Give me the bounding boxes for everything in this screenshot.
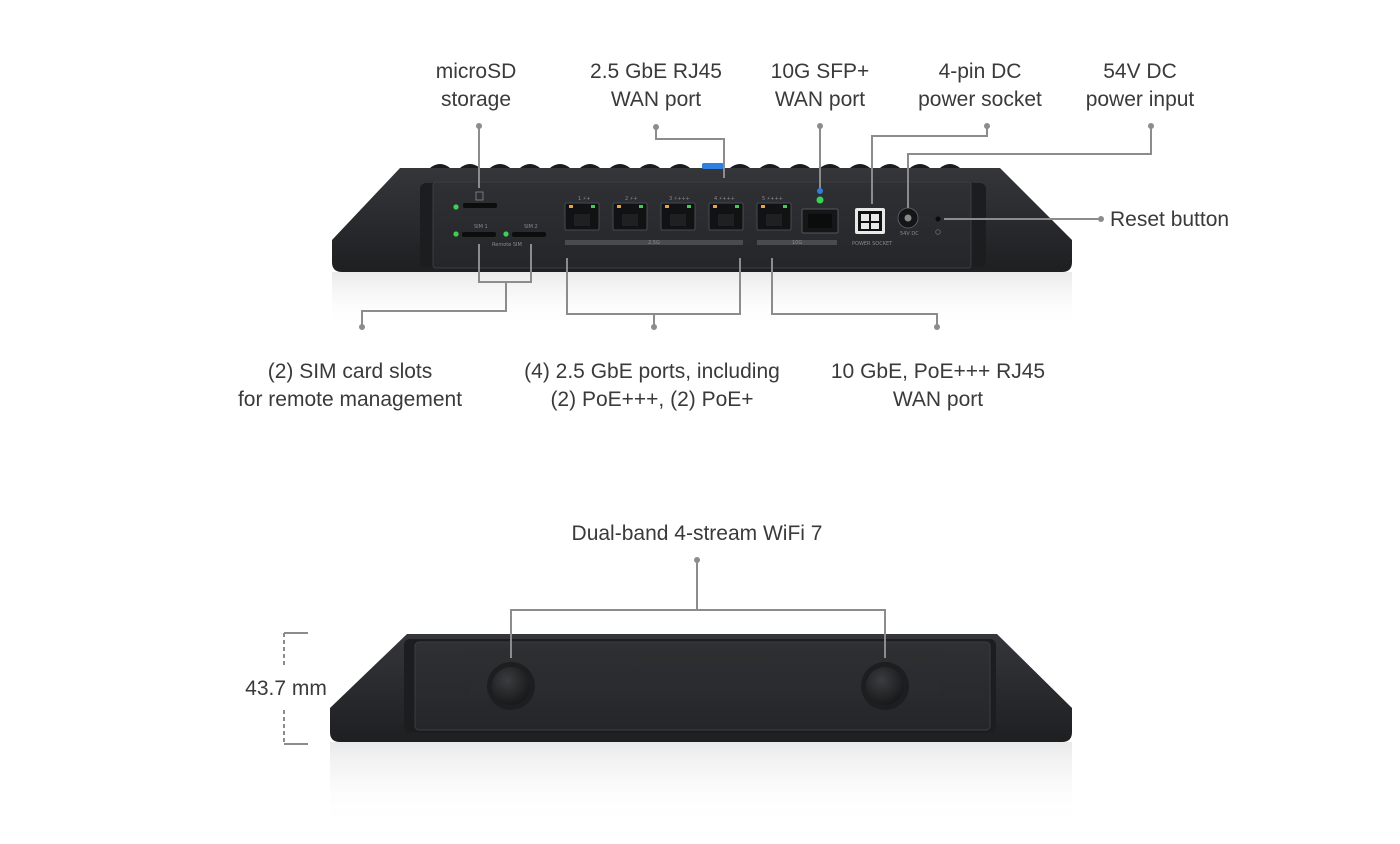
top-callout-dots <box>359 123 1154 330</box>
top-accent-led <box>702 163 724 169</box>
lan-ports-label: (4) 2.5 GbE ports, including(2) PoE+++, … <box>524 360 780 411</box>
dc-input-text: 54V DC <box>900 231 919 237</box>
sim1-slot <box>462 232 496 237</box>
microsd-slot <box>463 203 497 208</box>
sfp-blue-led <box>817 188 823 194</box>
sfp-green-led <box>816 196 824 204</box>
sfp-wan-label: 10G SFP+WAN port <box>770 60 870 111</box>
sim2-slot <box>512 232 546 237</box>
sim2-led <box>503 231 509 237</box>
device-reflection <box>332 272 1072 327</box>
top-callout-lines <box>361 126 1152 327</box>
heat-fins <box>430 164 960 168</box>
rear-panel <box>414 641 991 731</box>
device-front-view: SIM 1 SIM 2 Remote SIM 1 ⚡+ 2 ⚡+ 3 ⚡+++ … <box>332 163 1072 327</box>
rj45-port-3: 3 ⚡+++ <box>660 196 696 231</box>
lan-group-bar <box>565 240 743 245</box>
height-label: 43.7 mm <box>245 677 327 700</box>
device-rear-view <box>330 634 1072 827</box>
io-panel <box>432 181 972 269</box>
rear-reflection <box>330 742 1072 827</box>
remote-sim-text: Remote SIM <box>492 242 522 248</box>
svg-text:2 ⚡+: 2 ⚡+ <box>625 196 637 202</box>
reset-pinhole <box>935 216 941 222</box>
dc-barrel-pin <box>904 214 912 222</box>
power-socket-text: POWER SOCKET <box>852 241 893 247</box>
sd-card-icon <box>475 191 484 201</box>
svg-text:1 ⚡+: 1 ⚡+ <box>578 196 590 202</box>
wan-group-bar <box>757 240 837 245</box>
rj45-port-5: 5 ⚡+++ <box>756 196 792 231</box>
height-dimension <box>283 632 308 745</box>
reset-label: Reset button <box>1110 208 1230 231</box>
bottom-callout-lines <box>510 560 886 658</box>
reset-icon <box>935 229 941 235</box>
sfp-opening <box>808 214 832 228</box>
antenna-connector-left <box>487 662 535 710</box>
antenna-connector-right <box>861 662 909 710</box>
rj45-port-4: 4 ⚡+++ <box>708 196 744 231</box>
sim1-text: SIM 1 <box>474 224 488 230</box>
wifi-callout-dot <box>694 557 700 563</box>
sd-led <box>453 204 459 210</box>
rj45-port-2: 2 ⚡+ <box>612 196 648 231</box>
sim1-led <box>453 231 459 237</box>
svg-text:5 ⚡+++: 5 ⚡+++ <box>762 196 783 202</box>
wifi-label: Dual-band 4-stream WiFi 7 <box>571 522 823 545</box>
lan-group-text: 2.5G <box>648 240 660 246</box>
svg-text:3 ⚡+++: 3 ⚡+++ <box>669 196 690 202</box>
svg-text:4 ⚡+++: 4 ⚡+++ <box>714 196 735 202</box>
sim2-text: SIM 2 <box>524 224 538 230</box>
wan-group-text: 10G <box>792 240 802 246</box>
rj45-port-1: 1 ⚡+ <box>564 196 600 231</box>
